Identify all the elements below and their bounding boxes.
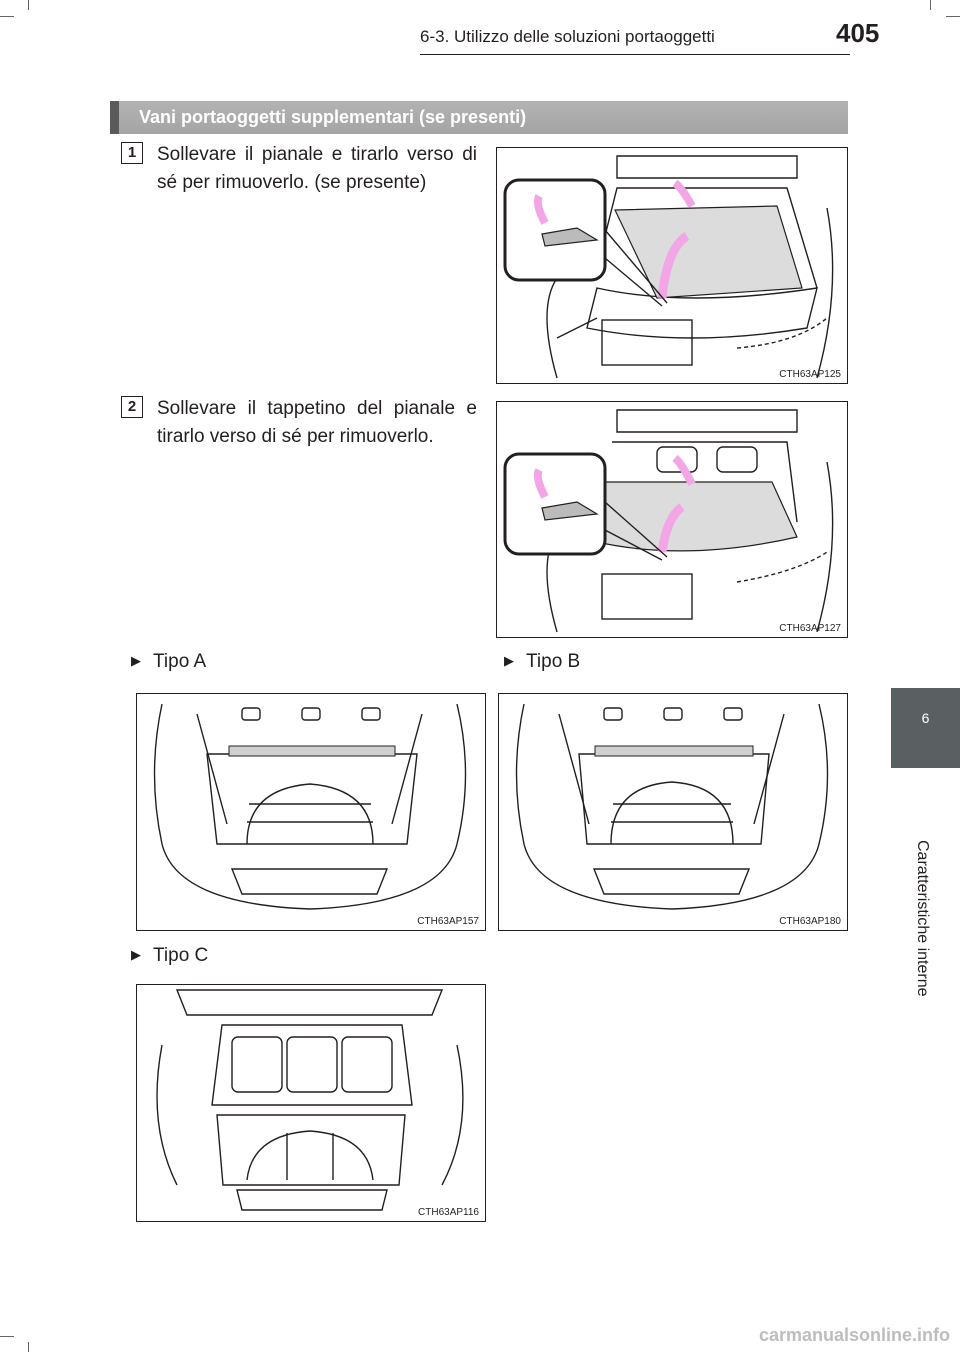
figure-code: CTH63AP157	[417, 916, 479, 927]
variant-label-text: Tipo A	[153, 651, 207, 672]
figure-type-a: CTH63AP157	[136, 693, 486, 931]
figure-remove-floor-mat: CTH63AP127	[496, 401, 848, 638]
chapter-number: 6	[921, 710, 930, 726]
storage-tray-illustration	[515, 703, 829, 910]
trunk-illustration	[503, 155, 834, 379]
variant-label-text: Tipo C	[153, 945, 209, 966]
figure-code: CTH63AP125	[779, 369, 841, 380]
header-rule	[420, 54, 850, 55]
chapter-tab	[891, 688, 960, 768]
lift-arrow	[657, 232, 690, 299]
step-2-text: Sollevare il tappetino del pianale e tir…	[157, 398, 477, 447]
section-title: Vani portaoggetti supplementari (se pres…	[139, 107, 527, 127]
trunk-illustration	[503, 409, 834, 633]
page-number: 405	[836, 18, 880, 48]
crop-mark	[946, 16, 960, 17]
triangle-bullet-icon: ▶	[504, 653, 514, 668]
storage-tray-illustration	[156, 989, 464, 1211]
step-number-1: 1	[121, 142, 143, 164]
figure-code: CTH63AP127	[779, 623, 841, 634]
figure-remove-deck-board: CTH63AP125	[496, 147, 848, 384]
figure-type-b: CTH63AP180	[498, 693, 848, 931]
crop-mark	[28, 1342, 29, 1352]
watermark: carmanualsonline.info	[758, 1325, 950, 1345]
step-1-text: Sollevare il pianale e tirarlo verso di …	[157, 144, 477, 193]
section-heading-bar: Vani portaoggetti supplementari (se pres…	[110, 101, 848, 134]
figure-code: CTH63AP180	[779, 916, 841, 927]
variant-label-c: ▶ Tipo C	[131, 945, 208, 967]
crop-mark	[930, 0, 931, 10]
triangle-bullet-icon: ▶	[131, 947, 141, 962]
crop-mark	[0, 16, 14, 17]
crop-mark	[0, 1336, 14, 1337]
figure-code: CTH63AP116	[418, 1207, 479, 1218]
crop-mark	[28, 0, 29, 10]
running-header: 6-3. Utilizzo delle soluzioni portaogget…	[420, 27, 715, 46]
figure-type-c: CTH63AP116	[136, 984, 486, 1222]
variant-label-text: Tipo B	[526, 651, 581, 672]
step-number-2: 2	[121, 396, 143, 418]
triangle-bullet-icon: ▶	[131, 653, 141, 668]
chapter-title: Caratteristiche interne	[914, 840, 931, 997]
storage-tray-illustration	[153, 703, 467, 910]
variant-label-a: ▶ Tipo A	[131, 651, 206, 673]
variant-label-b: ▶ Tipo B	[504, 651, 580, 673]
